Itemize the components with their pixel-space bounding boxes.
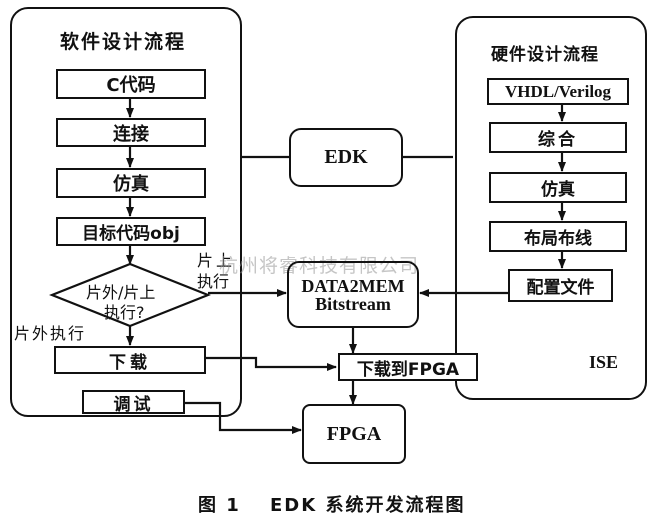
step-link: 连接 xyxy=(56,118,206,147)
hardware-flow-title: 硬件设计流程 xyxy=(491,45,599,65)
watermark: 杭州将睿科技有限公司 xyxy=(219,255,420,277)
step-object-code: 目标代码obj xyxy=(56,217,206,246)
step-place-route: 布局布线 xyxy=(489,221,627,252)
step-download-label: 下载 xyxy=(109,352,151,373)
edk-label: EDK xyxy=(324,146,368,168)
decision-label-line2: 执行? xyxy=(104,303,145,322)
fpga-label: FPGA xyxy=(326,422,382,445)
decision-diamond xyxy=(49,262,211,328)
onchip-label-line1: 片上 xyxy=(197,251,236,270)
software-flow-container xyxy=(10,7,242,417)
edk-box: EDK xyxy=(289,128,403,187)
step-simulate: 仿真 xyxy=(56,168,206,198)
bitstream-label: Bitstream xyxy=(315,293,391,314)
step-hdl-label: VHDL/Verilog xyxy=(504,81,612,101)
step-simulate-label: 仿真 xyxy=(113,174,149,195)
step-config-file: 配置文件 xyxy=(508,269,613,302)
step-hdl: VHDL/Verilog xyxy=(487,78,629,105)
step-synthesis: 综合 xyxy=(489,122,627,153)
figure-number: 图 1 xyxy=(198,495,241,516)
hardware-flow-container xyxy=(455,16,647,400)
data2mem-box: DATA2MEM Bitstream xyxy=(287,261,419,328)
step-c-code: C代码 xyxy=(56,69,206,99)
ise-label: ISE xyxy=(589,352,619,372)
step-download: 下载 xyxy=(54,346,206,374)
step-hw-simulate: 仿真 xyxy=(489,172,627,203)
step-c-code-label: C代码 xyxy=(106,75,156,96)
software-flow-title: 软件设计流程 xyxy=(60,31,187,53)
download-to-fpga-label: 下载到FPGA xyxy=(356,359,460,380)
arrow-download-to-downloadfpga xyxy=(206,356,337,371)
step-debug-label: 调试 xyxy=(113,394,154,415)
figure-caption: EDK 系统开发流程图 xyxy=(270,495,466,516)
onchip-label-line2: 执行 xyxy=(197,272,230,291)
step-debug: 调试 xyxy=(82,390,185,415)
decision-label-line1: 片外/片上 xyxy=(86,283,156,302)
step-place-route-label: 布局布线 xyxy=(524,229,592,249)
data2mem-label: DATA2MEM xyxy=(301,275,405,296)
fpga-box: FPGA xyxy=(302,404,406,464)
step-config-file-label: 配置文件 xyxy=(526,278,595,298)
offchip-label: 片外执行 xyxy=(14,324,87,343)
step-object-code-label: 目标代码obj xyxy=(82,224,180,244)
step-link-label: 连接 xyxy=(113,123,149,145)
step-hw-simulate-label: 仿真 xyxy=(541,180,575,200)
step-synthesis-label: 综合 xyxy=(538,130,578,150)
download-to-fpga-box: 下载到FPGA xyxy=(338,353,478,381)
